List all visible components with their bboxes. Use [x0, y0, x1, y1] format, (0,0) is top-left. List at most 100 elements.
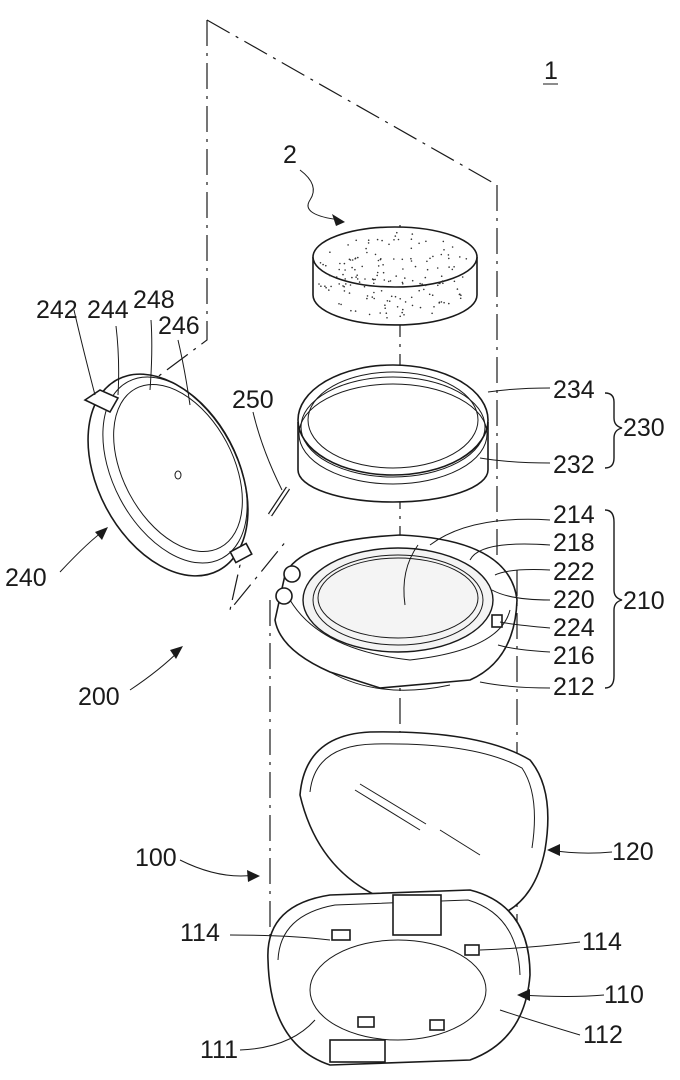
puff-dot	[442, 282, 444, 285]
puff-dot	[411, 279, 414, 282]
puff-dot	[440, 301, 443, 303]
puff-dot	[396, 306, 399, 308]
puff-dot	[461, 276, 464, 278]
puff-dot	[410, 296, 413, 299]
puff-dot	[441, 280, 444, 282]
puff-dot	[325, 264, 327, 267]
puff-dot	[328, 289, 330, 291]
puff-dot	[376, 274, 379, 277]
puff-dot	[343, 262, 346, 265]
label-232: 232	[553, 451, 595, 479]
puff-dot	[347, 244, 349, 246]
puff-dot	[423, 288, 425, 291]
puff-dot	[384, 307, 387, 310]
pin-part-250	[267, 486, 291, 517]
puff-dot	[440, 253, 443, 256]
puff-dot	[388, 243, 390, 246]
puff-dot	[338, 303, 340, 305]
puff-dot	[351, 276, 353, 279]
puff-dot	[367, 242, 370, 244]
puff-dot	[438, 282, 440, 285]
label-114-left: 114	[180, 919, 220, 947]
puff-dot	[421, 283, 423, 285]
puff-dot	[402, 283, 404, 285]
puff-dot	[447, 254, 450, 256]
puff-dot	[448, 266, 450, 268]
label-puff: 2	[283, 141, 297, 169]
puff-dot	[426, 260, 428, 263]
puff-dot	[328, 274, 331, 277]
puff-dot	[320, 285, 322, 288]
puff-dot	[453, 280, 456, 283]
puff-dot	[338, 283, 341, 285]
puff-dot	[428, 293, 431, 296]
puff-dot	[419, 282, 421, 285]
puff-dot	[339, 262, 341, 265]
puff-dot	[397, 238, 400, 241]
puff-dot	[380, 258, 382, 260]
puff-dot	[459, 297, 462, 300]
puff-dot	[465, 258, 468, 260]
label-248: 248	[133, 286, 175, 314]
label-110: 110	[604, 981, 644, 1009]
puff-dot	[451, 246, 454, 248]
label-112: 112	[583, 1021, 623, 1049]
puff-dot	[343, 290, 346, 292]
puff-dot	[389, 280, 392, 282]
puff-dot	[436, 267, 439, 269]
braces	[604, 392, 623, 689]
puff-dot	[366, 297, 368, 300]
puff-dot	[349, 284, 352, 286]
puff-dot	[386, 300, 389, 302]
puff-dot	[401, 258, 404, 261]
puff-dot	[361, 265, 364, 268]
puff-dot	[318, 283, 320, 285]
puff-dot	[330, 285, 332, 288]
puff-dot	[376, 271, 379, 274]
puff-dot	[402, 268, 404, 270]
puff-dot	[411, 233, 414, 235]
puff-dot	[342, 273, 344, 276]
puff-dot	[395, 275, 398, 277]
puff-dot	[356, 278, 359, 280]
puff-dot	[380, 290, 383, 292]
puff-dot	[399, 298, 402, 300]
puff-dot	[377, 259, 380, 262]
label-222: 222	[553, 558, 595, 586]
puff-dot	[431, 294, 434, 297]
puff-dot	[382, 264, 384, 266]
puff-dot	[354, 310, 357, 312]
puff-dot	[373, 291, 375, 294]
label-240: 240	[5, 564, 47, 592]
ring-part-230	[297, 364, 489, 503]
puff-dot	[451, 268, 454, 271]
arrowheads	[95, 214, 560, 1001]
puff-dot	[437, 284, 439, 287]
puff-dot	[401, 281, 404, 284]
puff-dot	[329, 251, 331, 253]
label-218: 218	[553, 529, 595, 557]
puff-texture	[318, 231, 468, 319]
label-242: 242	[36, 296, 78, 324]
puff-dot	[344, 269, 346, 271]
puff-dot	[418, 289, 421, 292]
label-246: 246	[158, 312, 200, 340]
puff-dot	[344, 278, 347, 280]
puff-dot	[388, 300, 391, 303]
label-234: 234	[553, 376, 595, 404]
puff-dot	[410, 260, 413, 262]
puff-dot	[377, 265, 380, 267]
label-224: 224	[553, 614, 595, 642]
puff-dot	[433, 306, 435, 308]
puff-dot	[418, 242, 420, 245]
puff-dot	[414, 265, 417, 268]
puff-dot	[394, 295, 397, 298]
puff-dot	[402, 308, 404, 311]
puff-dot	[394, 235, 397, 237]
puff-dot	[351, 266, 353, 269]
puff-dot	[356, 274, 359, 277]
puff-dot	[325, 286, 327, 289]
puff-dot	[456, 288, 459, 290]
label-120: 120	[612, 838, 654, 866]
puff-dot	[411, 304, 414, 307]
